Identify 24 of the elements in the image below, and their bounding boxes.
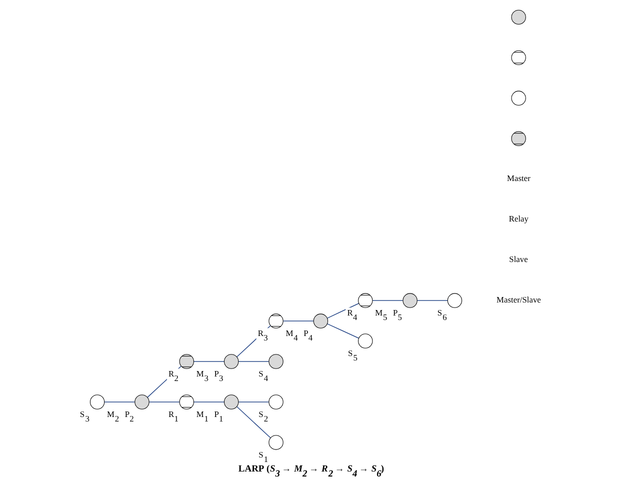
node-circle [224, 394, 239, 410]
connector [326, 323, 360, 339]
connector [238, 361, 270, 362]
node-circle [268, 435, 284, 450]
connector [193, 361, 225, 362]
legend-label: Relay [508, 214, 528, 224]
legend-label: Master [507, 174, 530, 184]
node-circle [268, 394, 284, 410]
node-circle [134, 394, 150, 410]
node-circle [447, 293, 462, 308]
node-circle [511, 10, 526, 25]
node-circle [402, 293, 418, 308]
node-circle [268, 354, 284, 369]
node-circle [224, 354, 239, 369]
node-circle [358, 334, 373, 348]
connector [326, 302, 360, 319]
legend-label: Master/Slave [496, 296, 541, 305]
connector [416, 300, 448, 301]
node-circle [313, 314, 328, 328]
node-circle [90, 394, 105, 410]
connector [372, 300, 404, 301]
legend-label: Slave [509, 255, 528, 264]
connector [282, 320, 314, 322]
node-circle [511, 90, 526, 106]
